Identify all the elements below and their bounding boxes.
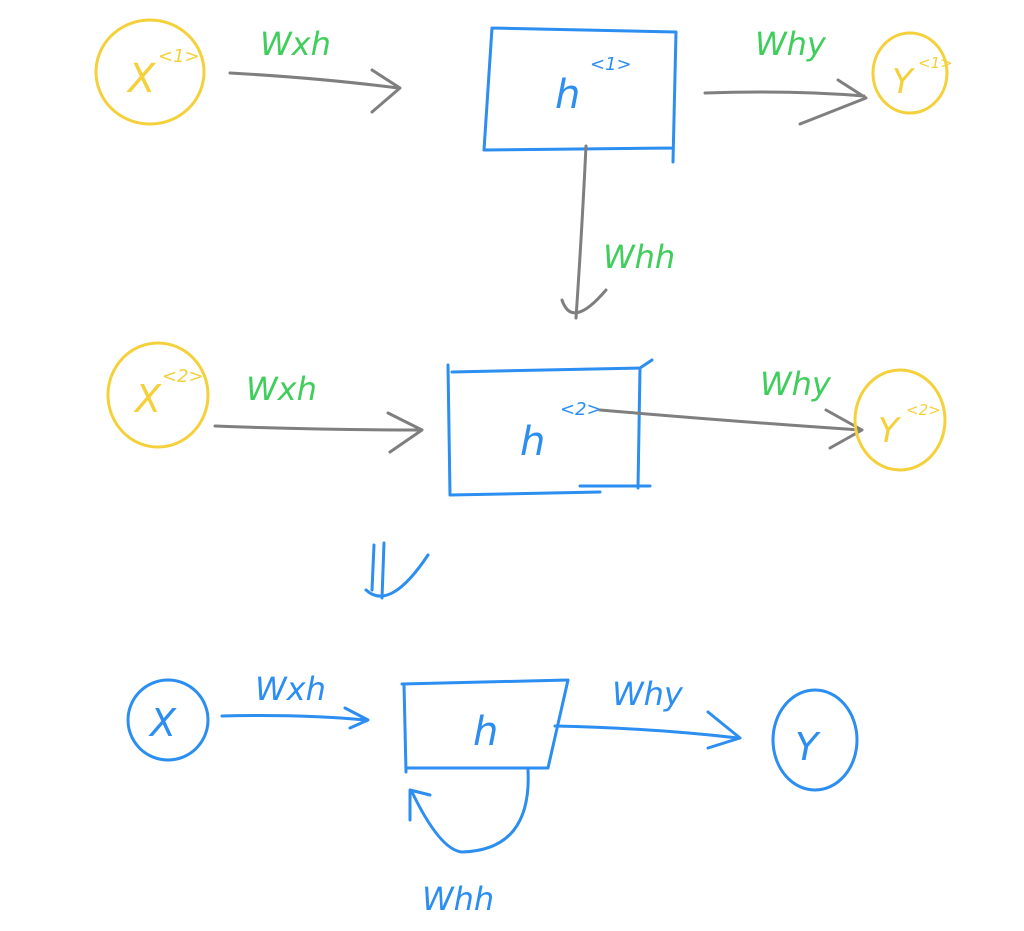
x2-node (106, 341, 210, 449)
x1-label: X (126, 56, 157, 102)
whh-loop-arrow (408, 768, 530, 854)
y2-superscript: <2> (906, 401, 941, 419)
x1-node (94, 18, 206, 126)
h2-label: h (520, 419, 545, 465)
h1-superscript: <1> (590, 54, 632, 75)
whh-arrow-unrolled (560, 144, 608, 320)
why-label-folded: Why (612, 675, 684, 713)
x2-superscript: <2> (162, 366, 204, 387)
h1-box (482, 26, 678, 164)
why-arrow-1 (703, 78, 868, 126)
h2-box (446, 358, 654, 497)
why-label-2: Why (760, 365, 832, 403)
x1-superscript: <1> (158, 46, 200, 67)
x-label: X (148, 701, 177, 745)
why-label-1: Why (755, 25, 827, 63)
h2-superscript: <2> (560, 399, 602, 420)
y2-label: Y (878, 411, 901, 451)
h-box (400, 678, 570, 774)
y1-node (871, 31, 949, 115)
whh-label-unrolled: Whh (603, 238, 675, 276)
x2-label: X (133, 377, 162, 421)
why-arrow-2 (598, 408, 864, 450)
wxh-label-folded: Wxh (255, 670, 326, 708)
y2-node (853, 368, 947, 472)
double-down-arrow-icon (364, 541, 430, 600)
y1-superscript: <1> (918, 54, 953, 72)
whh-label-folded: Whh (422, 880, 494, 918)
why-arrow-folded (553, 710, 742, 750)
wxh-arrow-2 (213, 411, 424, 454)
wxh-label-1: Wxh (260, 25, 331, 63)
y-node (771, 688, 859, 792)
y1-label: Y (892, 62, 915, 102)
wxh-arrow-1 (228, 68, 402, 114)
wxh-arrow-folded (220, 706, 370, 730)
h-label: h (473, 709, 498, 755)
y-label: Y (795, 725, 821, 769)
h1-label: h (555, 72, 580, 118)
wxh-label-2: Wxh (246, 370, 317, 408)
x-node (126, 678, 210, 762)
